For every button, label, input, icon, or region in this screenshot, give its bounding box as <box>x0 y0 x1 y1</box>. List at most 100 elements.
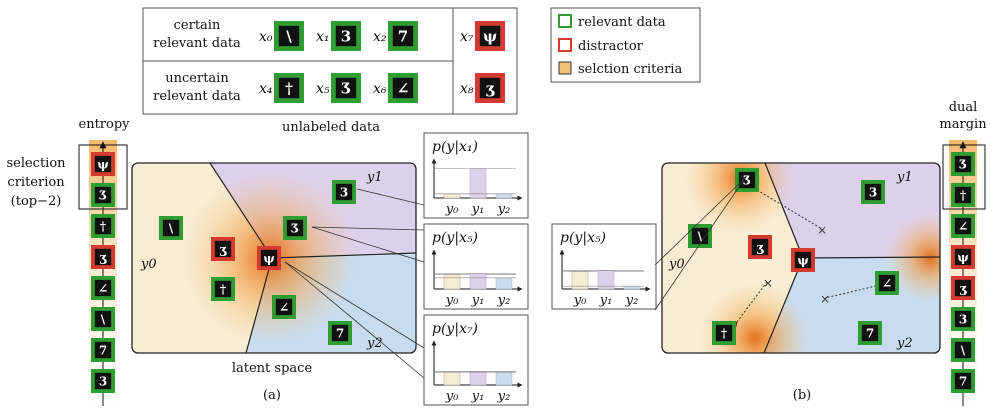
rightStack-digit-6: \ <box>951 338 975 362</box>
legend: relevant data distractor selction criter… <box>550 7 701 83</box>
panel-a-digit-4: Ʒ <box>283 216 307 240</box>
criterion-line1: selection <box>6 156 66 171</box>
latent-space-caption: latent space <box>232 361 313 376</box>
legend-distractor-swatch <box>558 38 572 52</box>
panel-b-y1: y1 <box>896 170 913 185</box>
svg-text:ψ: ψ <box>483 27 497 45</box>
table-digit-x2: 7 <box>388 21 418 51</box>
rightStack-digit-7: 7 <box>951 369 975 393</box>
svg-text:∠: ∠ <box>279 300 289 314</box>
table-label-x4: x₄ <box>259 81 273 97</box>
uncertain-label: uncertain <box>165 71 229 86</box>
table-digit-x8: ʒ <box>475 73 505 103</box>
svg-text:Ʒ: Ʒ <box>291 221 299 235</box>
prob-bar-y2 <box>495 193 513 199</box>
svg-text:ʒ: ʒ <box>486 79 495 97</box>
legend-relevant-swatch <box>558 14 572 28</box>
svg-text:∠: ∠ <box>958 219 968 233</box>
svg-text:3: 3 <box>99 374 107 388</box>
leftStack-digit-2: † <box>91 214 115 238</box>
panel-b-label: (b) <box>793 388 811 403</box>
prob-tick-y0: y₀ <box>445 389 459 404</box>
svg-text:†: † <box>220 282 226 296</box>
leftStack-digit-4: ∠ <box>91 276 115 300</box>
prob-bar-y0 <box>443 274 461 290</box>
leftStack-digit-3: ʒ <box>91 245 115 269</box>
prob-bar-y2 <box>495 371 513 386</box>
prob-bar-y0 <box>443 371 461 386</box>
panel-b-digit-3: Ʒ <box>735 168 759 192</box>
svg-text:7: 7 <box>99 343 107 357</box>
rightStack-digit-0: Ʒ <box>951 152 975 176</box>
svg-text:ʒ: ʒ <box>100 250 108 264</box>
svg-text:†: † <box>100 219 106 233</box>
table-digit-x0: \ <box>274 21 304 51</box>
panel-a-y2: y2 <box>366 336 383 351</box>
leftStack-digit-0: ψ <box>91 152 115 176</box>
entropy-label: entropy <box>79 117 131 132</box>
panel-b-y2: y2 <box>896 336 913 351</box>
svg-text:Ʒ: Ʒ <box>743 173 751 187</box>
table-digit-x1: 3 <box>331 21 361 51</box>
rightStack-digit-5: 3 <box>951 307 975 331</box>
panel-a-digit-2: † <box>211 277 235 301</box>
panel-a-digit-5: 3 <box>332 180 356 204</box>
leftStack-digit-1: Ʒ <box>91 183 115 207</box>
panel-b-digit-6: † <box>712 321 736 345</box>
table-digit-x7: ψ <box>475 21 505 51</box>
svg-text:\: \ <box>286 27 292 45</box>
svg-text:∠: ∠ <box>397 79 410 97</box>
projection-mark-1: × <box>817 223 827 237</box>
rightStack-digit-4: ʒ <box>951 276 975 300</box>
panel-a-digit-6: ∠ <box>272 295 296 319</box>
prob-tick-y1: y₁ <box>471 202 485 217</box>
svg-text:7: 7 <box>336 326 344 340</box>
panel-b-y0: y0 <box>668 257 685 272</box>
svg-text:†: † <box>960 188 966 202</box>
leftStack-digit-7: 3 <box>91 369 115 393</box>
prob-tick-y2: y₂ <box>497 389 511 404</box>
panel-a-digit-1: ʒ <box>211 237 235 261</box>
unlabeled-data-table: certain relevant data uncertain relevant… <box>142 7 518 135</box>
panel-a-y1: y1 <box>366 170 383 185</box>
svg-text:ψ: ψ <box>263 251 274 265</box>
svg-text:7: 7 <box>398 27 408 45</box>
prob-bar-y2 <box>495 277 513 290</box>
svg-text:Ʒ: Ʒ <box>959 157 967 171</box>
panel-a-digit-0: \ <box>159 216 183 240</box>
table-label-x2: x₂ <box>373 29 387 45</box>
margin-label: margin <box>939 117 987 132</box>
svg-text:3: 3 <box>959 312 967 326</box>
svg-text:\: \ <box>698 229 703 243</box>
legend-relevant-label: relevant data <box>578 15 666 30</box>
prob-tick-y0: y₀ <box>573 293 587 308</box>
panel-b-digit-7: 7 <box>858 321 882 345</box>
svg-text:7: 7 <box>959 374 967 388</box>
prob-tick-y2: y₂ <box>497 202 511 217</box>
prob-tick-y2: y₂ <box>625 293 639 308</box>
prob-bar-y0 <box>443 193 461 199</box>
criterion-line3: (top−2) <box>11 194 62 209</box>
svg-text:ψ: ψ <box>797 253 808 267</box>
rightStack-digit-2: ∠ <box>951 214 975 238</box>
prob-tick-y2: y₂ <box>497 293 511 308</box>
prob-tick-y1: y₁ <box>471 389 485 404</box>
prob-bar-y1 <box>469 371 487 386</box>
top2-bracket <box>78 144 128 210</box>
prob-tick-y0: y₀ <box>445 293 459 308</box>
table-digit-x6: ∠ <box>388 73 418 103</box>
table-label-x8: x₈ <box>460 81 474 97</box>
panel-b-digit-1: ʒ <box>748 235 772 259</box>
panel-b-digit-2: ψ <box>791 248 815 272</box>
svg-text:3: 3 <box>340 185 348 199</box>
table-label-x7: x₇ <box>460 29 474 45</box>
svg-text:ψ: ψ <box>97 157 108 171</box>
certain-label: certain <box>174 18 221 33</box>
prob-tick-y1: y₁ <box>471 293 485 308</box>
prob-tick-y0: y₀ <box>445 202 459 217</box>
svg-text:\: \ <box>961 343 966 357</box>
svg-text:Ʒ: Ʒ <box>99 188 107 202</box>
